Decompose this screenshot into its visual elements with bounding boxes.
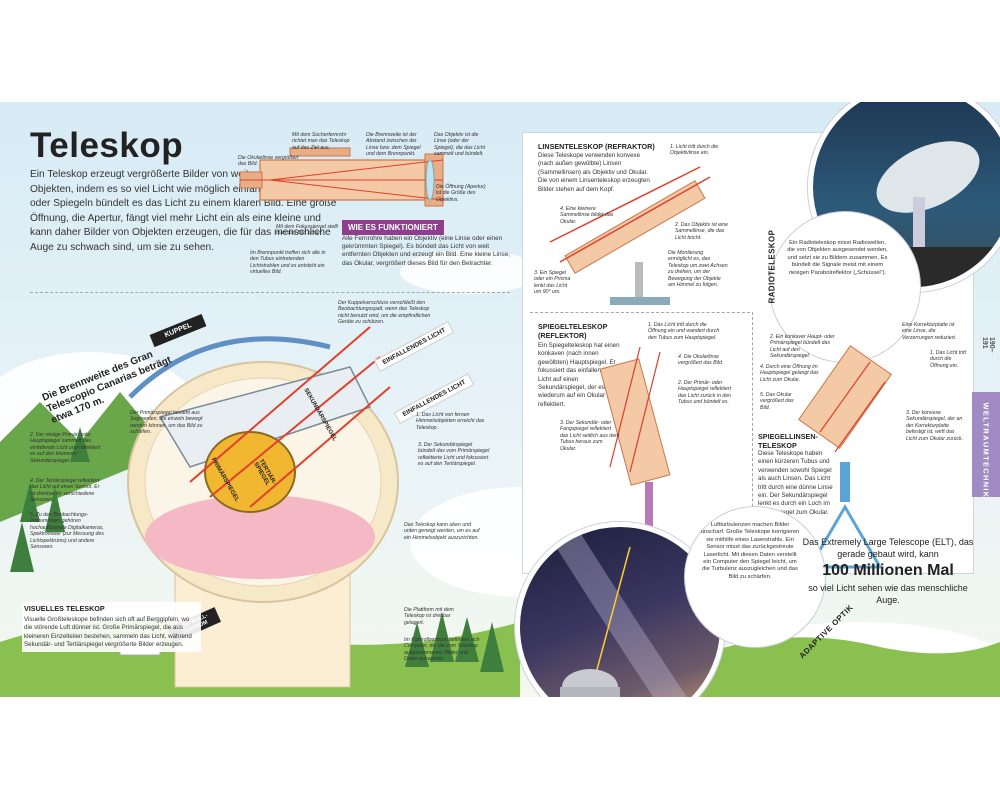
note-kuppelverschluss: Der Kuppelverschluss verschließt den Beo… (338, 300, 431, 326)
radio-info-circle (770, 212, 920, 362)
linsen-heading: LINSENTELESKOP (REFRAKTOR) (538, 142, 655, 151)
linsen-label-3: 3. Ein Spiegel oder ein Prisma lenkt das… (534, 270, 571, 296)
spiegel-label-4: 4. Die Okularlinse vergrößert das Bild. (678, 354, 724, 367)
page-title: Teleskop (30, 126, 184, 165)
label-fokussier: Mit dem Fokussierrad stellt man das Bild… (276, 224, 338, 237)
section-tab-label: WELTRAUMTECHNIK (981, 402, 991, 499)
label-sucher: Mit dem Sucherfernrohr richtet man das T… (292, 132, 350, 151)
visuelles-heading: VISUELLES TELESKOP (24, 604, 105, 613)
radio-label: RADIOTELESKOP (767, 229, 777, 304)
note-step-3: 3. Der Sekundärspiegel bündelt das vom P… (418, 442, 490, 468)
radio-text: Ein Radioteleskop misst Radiowellen, die… (787, 240, 888, 276)
note-primaerspiegel: Der Primärspiegel besteht aus Segmenten,… (130, 410, 203, 436)
note-teleskop-drehbar: Das Teleskop kann oben und unten geneigt… (404, 522, 480, 541)
elt-fact: Das Extremely Large Telescope (ELT), das… (800, 536, 976, 606)
note-step-4: 4. Der Tertiärspiegel reflektiert das Li… (30, 478, 100, 504)
visuelles-text: Visuelle Großteleskope befinden sich oft… (24, 616, 192, 649)
visuelles-teleskop-box: VISUELLES TELESKOP Visuelle Großteleskop… (22, 602, 201, 652)
label-okular: Die Okularlinse vergrößert das Bild. (238, 155, 299, 168)
section-tab: WELTRAUMTECHNIK (972, 392, 1000, 499)
spiegellinsen-heading: SPIEGELLINSEN-TELESKOP (758, 432, 818, 450)
divider-right (530, 312, 750, 313)
label-brennweite: Die Brennweite ist der Abstand zwischen … (366, 132, 421, 158)
intro-text: Ein Teleskop erzeugt vergrößerte Bilder … (30, 169, 337, 253)
label-oeffnung: Die Öffnung (Apertur) ist die Größe des … (436, 184, 486, 203)
note-kontrollzentrum: Im Kontrollzentrum befinden sich Compute… (404, 637, 480, 663)
how-heading: WIE ES FUNKTIONIERT (342, 220, 444, 235)
spiegellinsen-label-4: 4. Durch eine Öffnung im Hauptspiegel ge… (760, 364, 819, 383)
spiegel-label-1: 1. Das Licht tritt durch die Öffnung ein… (648, 322, 720, 341)
book-spread: Teleskop Ein Teleskop erzeugt vergrößert… (0, 102, 1000, 697)
elt-post: so viel Licht sehen wie das menschliche … (808, 583, 968, 605)
note-step-2: 2. Der riesige Primär- oder Hauptspiegel… (30, 432, 101, 464)
spiegellinsen-label-5: 5. Das Okular vergrößert das Bild. (760, 392, 794, 411)
linsen-label-montierung: Die Montierung ermöglicht es, das Telesk… (668, 250, 728, 289)
spiegel-heading: SPIEGELTELESKOP (REFLEKTOR) (538, 322, 608, 340)
spiegel-text: Ein Spiegelteleskop hat einen konkaven (… (538, 342, 620, 408)
spiegellinsen-korrektur: Eine Korrekturplatte ist eine Linse, die… (902, 322, 957, 341)
observatory-illustration (119, 326, 399, 688)
adaptive-info-circle (685, 507, 825, 647)
how-text: Alle Fernrohre haben ein Objektiv (eine … (342, 235, 511, 267)
linsen-label-4: 4. Eine kleinere Sammellinse bildet das … (560, 206, 614, 225)
elt-big: 100 Millionen Mal (822, 562, 954, 579)
adaptive-text: Luftturbulenzen machen Bilder unscharf. … (700, 522, 800, 580)
spiegellinsen-label-3: 3. Der konvexe Sekundärspiegel, der an d… (906, 410, 964, 442)
label-objektiv: Das Objektiv ist die Linse (oder der Spi… (434, 132, 486, 158)
catadioptric-illustration (798, 345, 892, 569)
linsen-text: Diese Teleskope verwenden konvexe (nach … (538, 152, 650, 193)
elt-pre: Das Extremely Large Telescope (ELT), das… (802, 537, 974, 559)
spiegel-label-2: 2. Der Primär- oder Hauptspiegel reflekt… (678, 380, 732, 406)
refractor-small-illustration (549, 166, 711, 305)
spiegel-label-3: 3. Der Sekundär- oder Fangspiegel reflek… (560, 420, 620, 452)
spiegellinsen-label-2: 2. Ein konkaver Haupt- oder Primärspiege… (770, 334, 835, 360)
linsen-label-2: 2. Das Objektiv ist eine Sammellinse, di… (675, 222, 729, 241)
linsen-label-1: 1. Licht tritt durch die Objektivlinse e… (670, 144, 719, 157)
spiegellinsen-text: Diese Teleskope haben einen kürzeren Tub… (758, 450, 833, 516)
divider-vertical (752, 312, 753, 562)
note-plattform: Die Plattform mit dem Teleskop ist drehb… (404, 607, 454, 626)
label-brennpunkt: Im Brennpunkt treffen sich alle in den T… (250, 250, 326, 276)
note-step-1: 1. Das Licht von fernen Himmelsobjekten … (416, 412, 485, 431)
note-step-5: 5. Zu den Beobachtungs-Instrumenten gehö… (30, 512, 104, 551)
refractor-diagram (239, 147, 444, 207)
spiegellinsen-label-1: 1. Das Licht tritt durch die Öffnung ein… (930, 350, 967, 369)
page-numbers: 190–191 (981, 337, 995, 353)
divider (30, 292, 510, 293)
